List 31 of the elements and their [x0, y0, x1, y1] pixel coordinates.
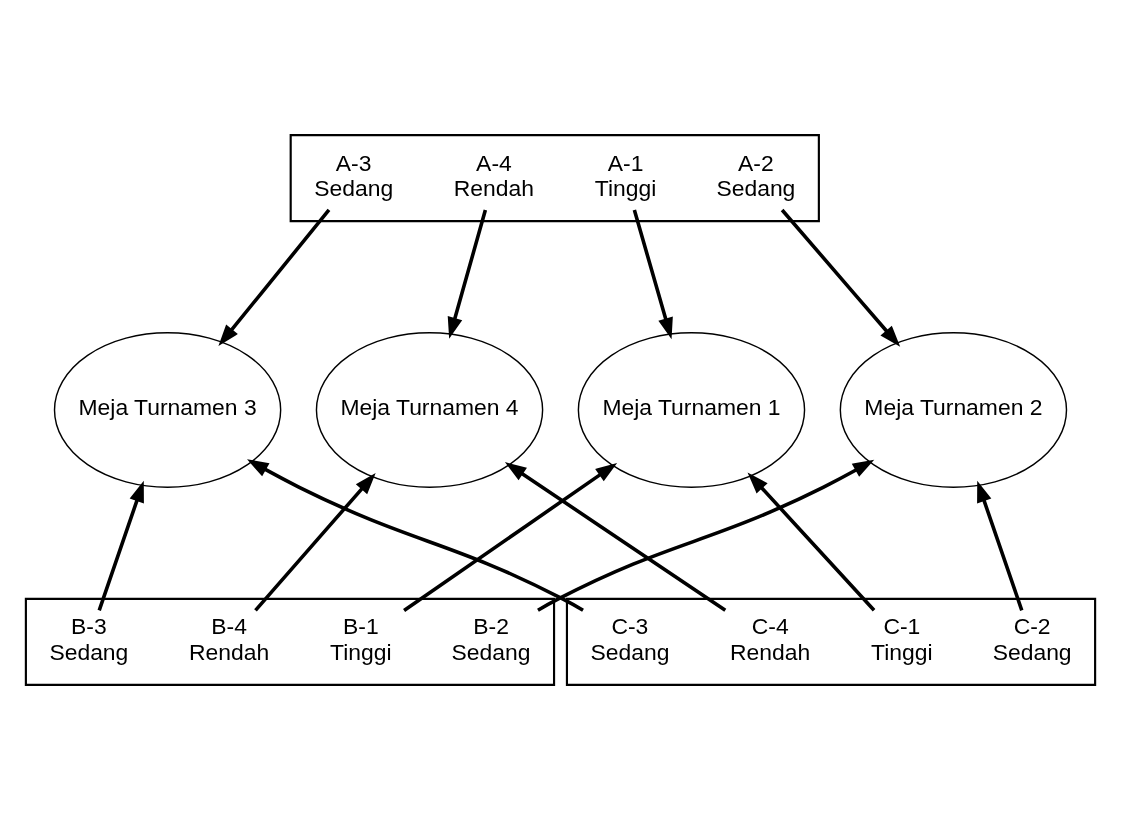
- node-text: B-1 Tinggi: [330, 613, 392, 666]
- arrow: [247, 459, 584, 612]
- node-text: B-4 Rendah: [189, 613, 270, 666]
- node-text: B-2 Sedang: [451, 613, 531, 666]
- arrow: [218, 208, 331, 346]
- node-text: C-1 Tinggi: [871, 613, 933, 666]
- node-text: A-2 Sedang: [716, 149, 796, 202]
- node-text: A-1 Tinggi: [594, 149, 657, 202]
- node-text: C-4 Rendah: [730, 613, 811, 666]
- node-text: C-3 Sedang: [590, 613, 670, 666]
- arrow: [97, 480, 144, 611]
- arrow: [632, 209, 673, 340]
- node-ellipse: Meja Turnamen 3: [53, 332, 282, 488]
- arrow: [504, 462, 727, 612]
- arrow: [977, 480, 1024, 611]
- node-text: A-4 Rendah: [453, 149, 535, 202]
- node-ellipse: Meja Turnamen 1: [577, 332, 806, 488]
- node-text: A-3 Sedang: [314, 149, 394, 202]
- arrow: [537, 459, 875, 612]
- arrow: [254, 473, 376, 612]
- cluster: [565, 597, 1097, 686]
- cluster: [289, 134, 820, 223]
- node-ellipse: Meja Turnamen 4: [315, 332, 544, 488]
- node-text: B-3 Sedang: [49, 613, 129, 666]
- arrow: [780, 208, 901, 347]
- node-text: C-2 Sedang: [992, 613, 1072, 666]
- arrow: [403, 462, 618, 612]
- arrow: [447, 209, 488, 339]
- cluster: [24, 597, 556, 686]
- arrow: [747, 472, 876, 612]
- node-ellipse: Meja Turnamen 2: [839, 332, 1068, 488]
